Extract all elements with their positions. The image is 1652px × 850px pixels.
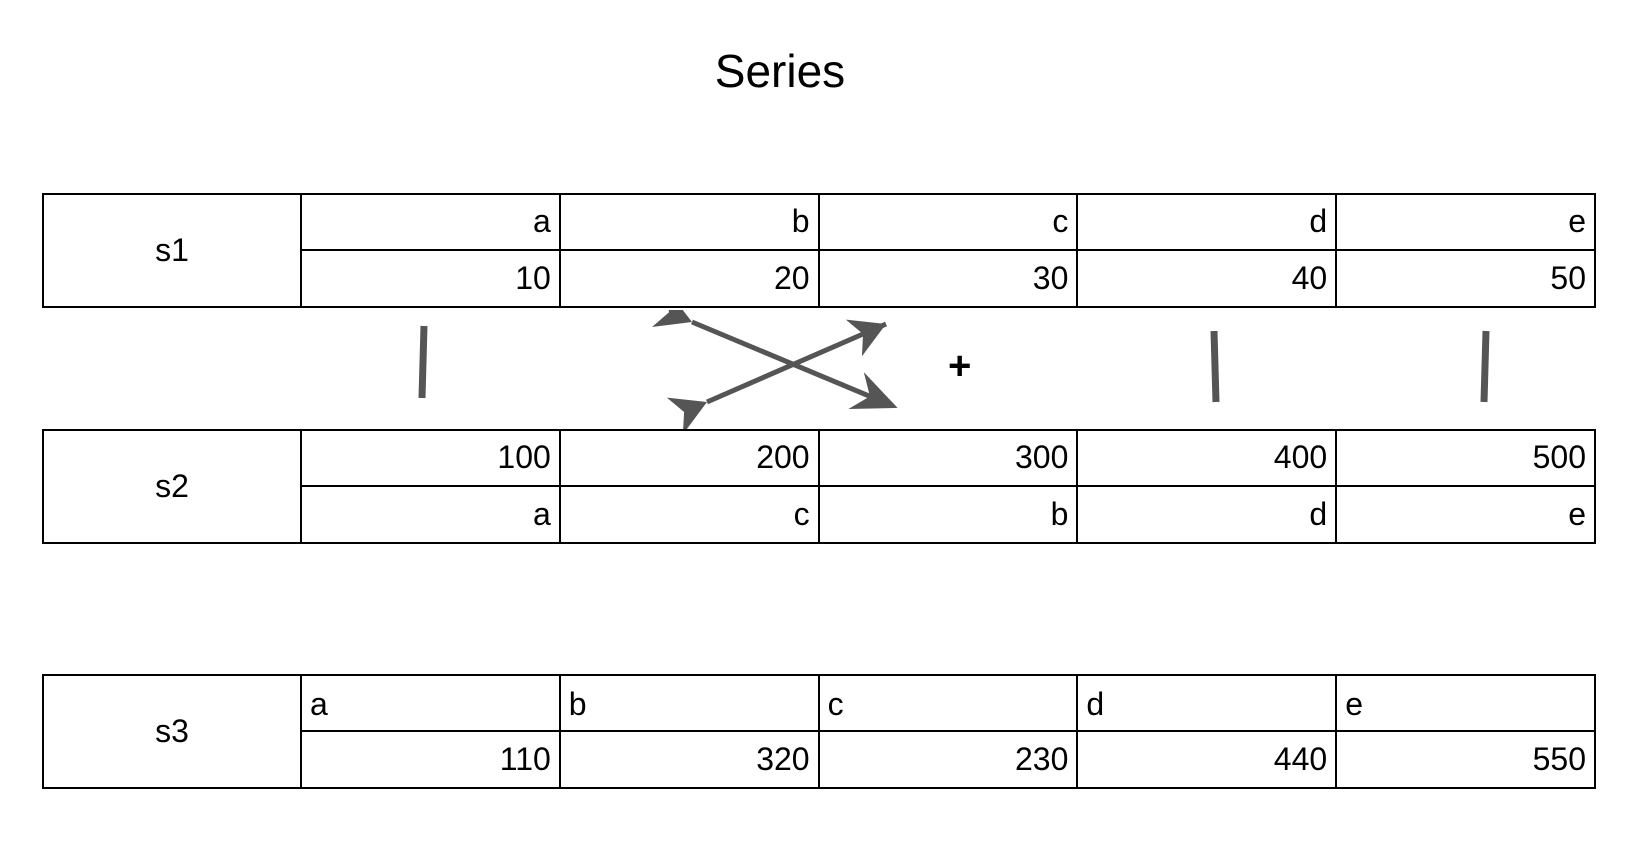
values-row: 100 200 300 400 500 (302, 431, 1594, 487)
swap-arrow-c-b (666, 319, 887, 430)
series-s3-table: s3 a b c d e 110 320 230 440 550 (42, 674, 1596, 789)
index-cell: c (820, 195, 1079, 249)
alignment-connectors (418, 310, 1490, 430)
index-cell: a (302, 195, 561, 249)
value-cell: 100 (302, 431, 561, 485)
value-cell: 200 (561, 431, 820, 485)
index-cell: a (302, 676, 561, 730)
index-cell: a (302, 486, 561, 542)
value-cell: 20 (561, 250, 820, 306)
link-line-d (1210, 330, 1220, 403)
value-cell: 10 (302, 250, 561, 306)
index-cell: b (561, 676, 820, 730)
value-cell: 110 (302, 731, 561, 787)
index-cell: b (820, 486, 1079, 542)
link-line-a (418, 325, 428, 399)
link-line-e (1480, 330, 1490, 403)
values-row: 10 20 30 40 50 (302, 250, 1594, 306)
index-row: a b c d e (302, 676, 1594, 732)
value-cell: 50 (1550, 259, 1586, 296)
series-name: s2 (44, 431, 302, 542)
value-cell: 230 (820, 731, 1079, 787)
index-cell: d (1078, 195, 1338, 249)
series-name: s1 (44, 195, 302, 306)
value-cell: 550 (1532, 740, 1586, 777)
index-cell: e (1568, 203, 1586, 240)
index-cell: b (561, 195, 820, 249)
value-cell: 300 (820, 431, 1079, 485)
value-cell: 400 (1078, 431, 1338, 485)
value-cell: 320 (561, 731, 820, 787)
series-s2-table: s2 100 200 300 400 500 a c b d e (42, 429, 1596, 544)
index-row: a b c d e (302, 195, 1594, 251)
value-cell: 500 (1532, 439, 1586, 476)
value-cell: 30 (820, 250, 1079, 306)
index-row: a c b d e (302, 486, 1594, 542)
plus-operator: + (948, 344, 972, 388)
index-cell: e (1345, 686, 1363, 722)
series-s1-table: s1 a b c d e 10 20 30 40 50 (42, 193, 1596, 308)
values-row: 110 320 230 440 550 (302, 731, 1594, 787)
value-cell: 440 (1078, 731, 1338, 787)
index-cell: e (1568, 495, 1586, 532)
index-cell: d (1078, 486, 1338, 542)
value-cell: 40 (1078, 250, 1338, 306)
index-cell: c (820, 676, 1079, 730)
series-name: s3 (44, 676, 302, 787)
diagram-title: Series (714, 45, 846, 97)
index-cell: c (561, 486, 820, 542)
index-cell: d (1078, 676, 1338, 730)
